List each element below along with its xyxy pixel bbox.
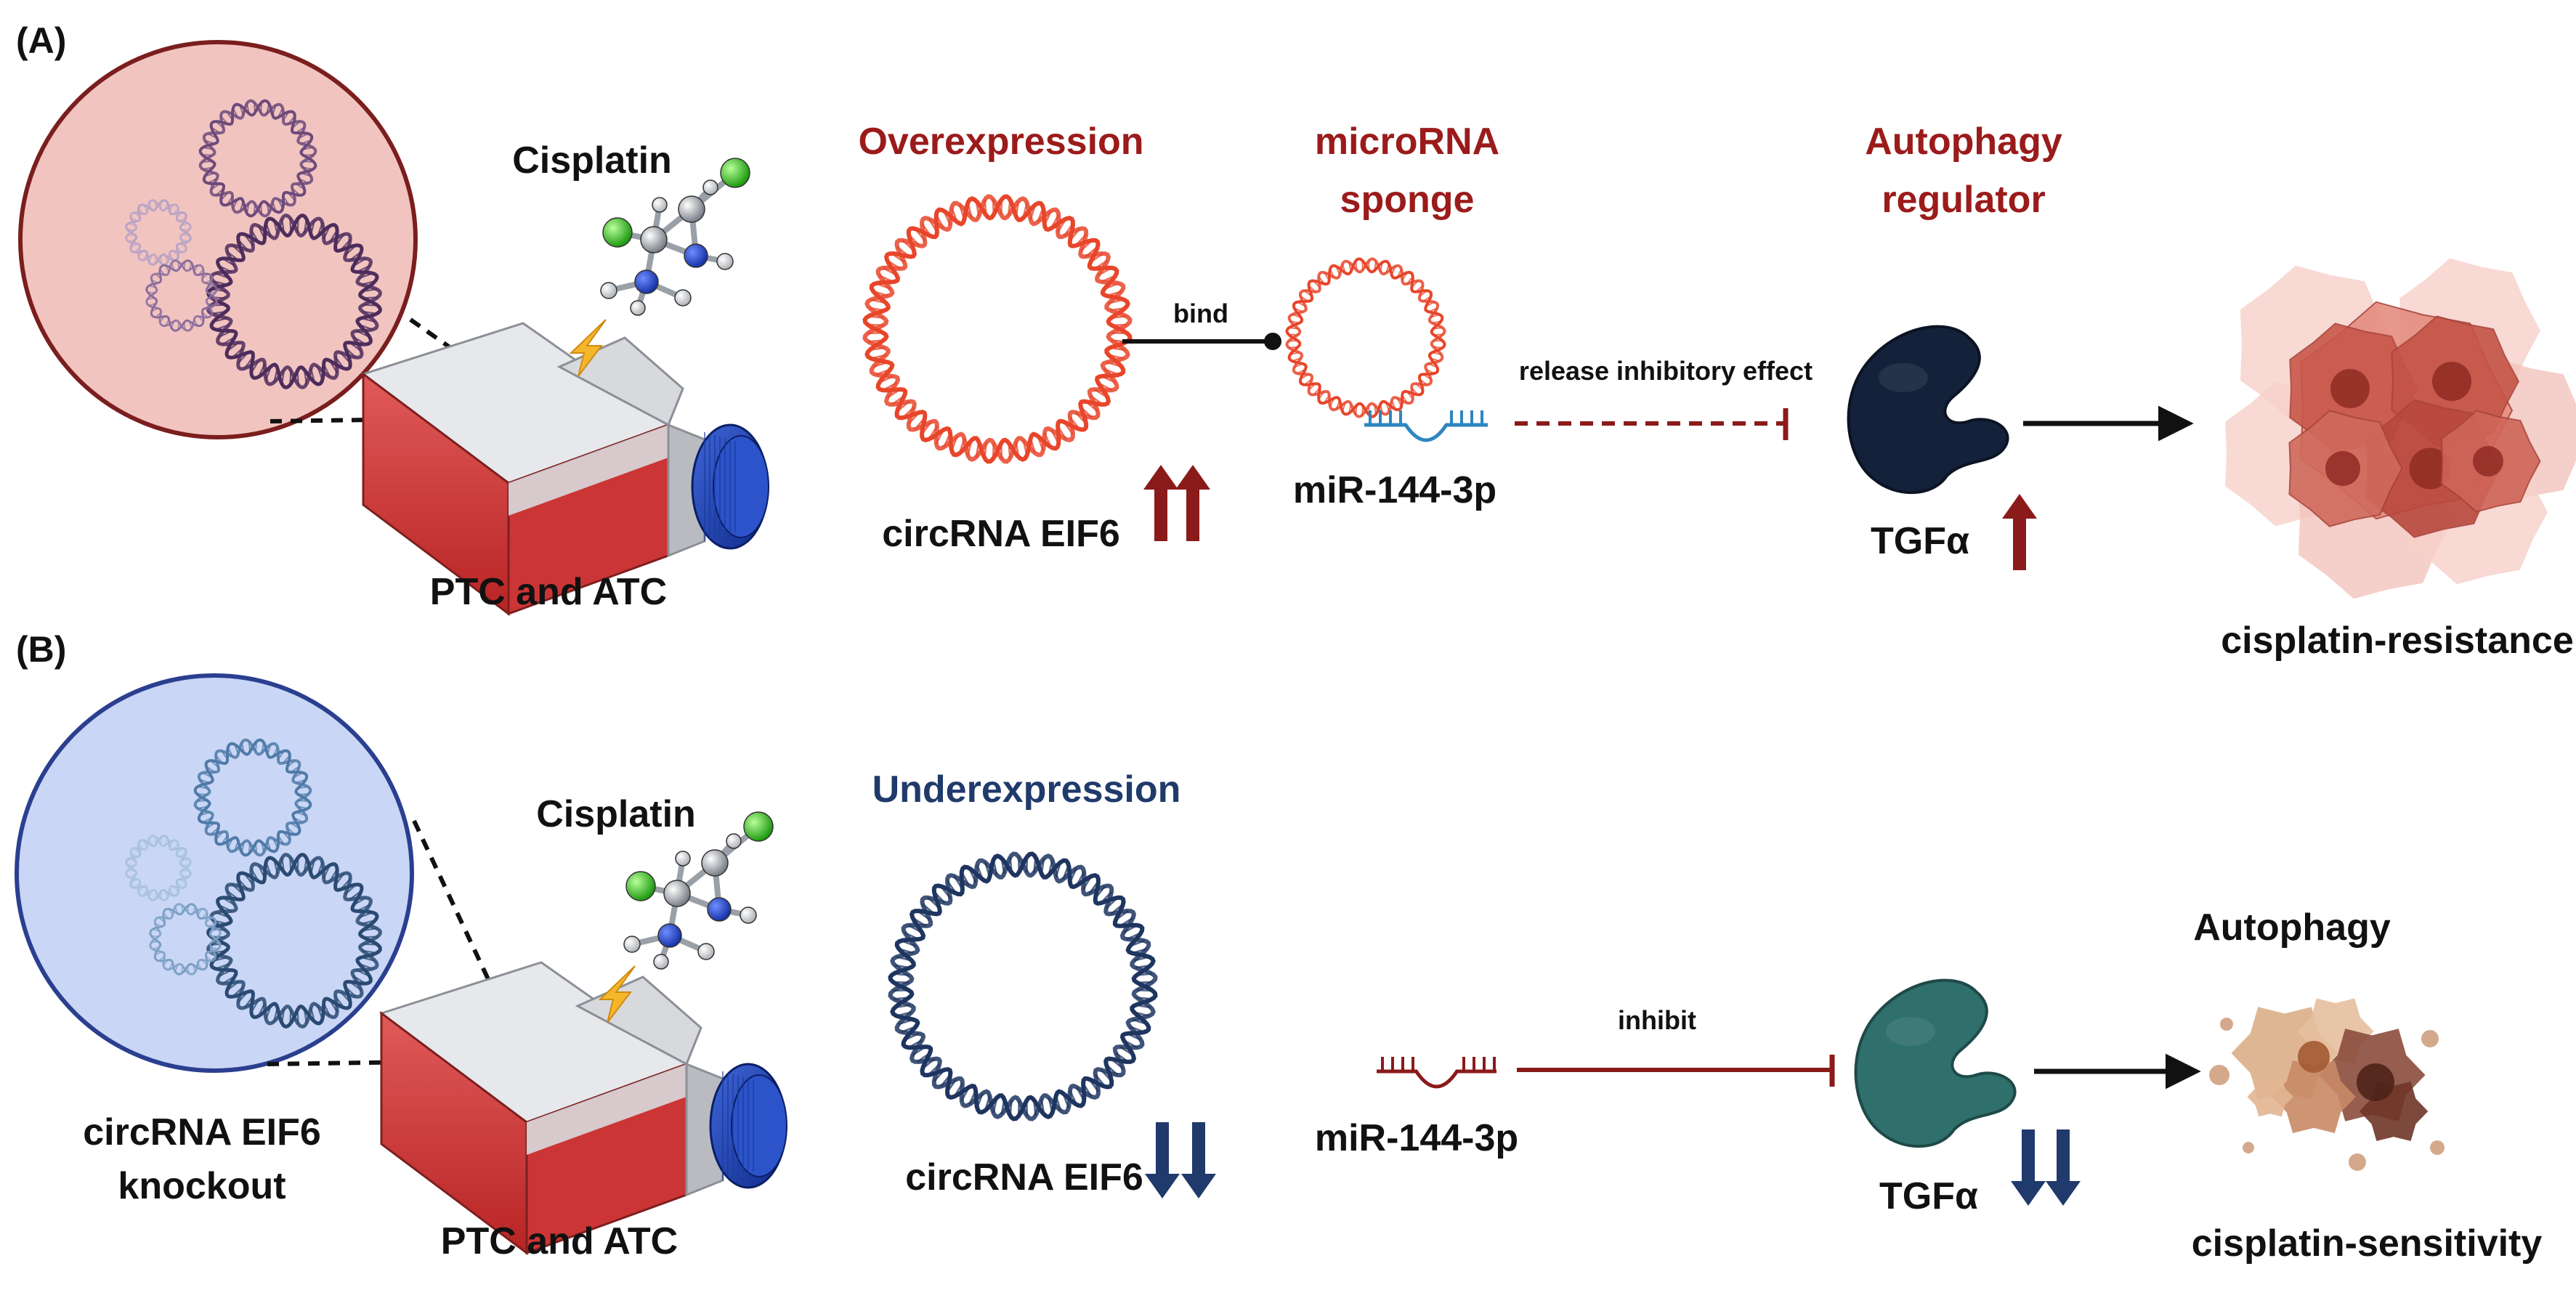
microrna-sponge-heading-line2: sponge: [1340, 179, 1475, 221]
tgf-label-a: TGFα: [1871, 520, 1969, 562]
cisplatin-sensitivity-label: cisplatin-sensitivity: [2191, 1222, 2543, 1265]
autophagy-cells-icon: [2209, 998, 2445, 1171]
arrow-up-icon: [1143, 465, 1178, 541]
underexpression-heading: Underexpression: [872, 768, 1181, 811]
autophagy-regulator-heading-line2: regulator: [1882, 179, 2046, 221]
tgf-label-b: TGFα: [1879, 1175, 1978, 1217]
dna-circle-icon: [145, 259, 218, 332]
cisplatin-label-b: Cisplatin: [536, 793, 696, 835]
dna-circle-icon: [198, 99, 317, 218]
cell-lines-label-a: PTC and ATC: [429, 571, 668, 613]
protein-icon: [1847, 325, 2009, 495]
zoom-circle-b: [15, 673, 414, 1073]
release-inhibitory-effect-label: release inhibitory effect: [1518, 356, 1813, 386]
knockout-label-line2: knockout: [118, 1165, 286, 1207]
circrna-label-b: circRNA EIF6: [905, 1156, 1143, 1198]
autophagy-label: Autophagy: [2193, 906, 2391, 949]
bind-label: bind: [1173, 299, 1228, 328]
mirna-label-a: miR-144-3p: [1292, 469, 1497, 511]
arrow-down-icon: [1145, 1122, 1180, 1198]
culture-flask-icon: [378, 961, 787, 1255]
cisplatin-molecule-icon: [623, 811, 774, 970]
dna-circle-icon: [1285, 257, 1446, 418]
zoom-circle-a: [18, 40, 418, 439]
panel-a-label: (A): [16, 20, 67, 61]
dna-circle-icon: [888, 851, 1158, 1121]
circrna-label-a: circRNA EIF6: [882, 513, 1120, 555]
protein-icon: [1854, 978, 2017, 1148]
lightning-icon: [598, 965, 636, 1023]
mirna-strand-icon: [1364, 410, 1488, 442]
arrow-down-icon: [1181, 1122, 1216, 1198]
knockout-label-line1: circRNA EIF6: [83, 1111, 321, 1153]
autophagy-regulator-heading-line1: Autophagy: [1865, 121, 2062, 163]
dna-circle-icon: [149, 903, 222, 975]
arrow-up-icon: [2002, 494, 2037, 570]
microrna-sponge-heading-line1: microRNA: [1314, 121, 1500, 163]
culture-flask-icon: [360, 322, 769, 616]
lightning-icon: [569, 319, 607, 377]
tumor-cell-cluster-icon: [2225, 258, 2576, 599]
bind-connector-dot: [1264, 333, 1281, 350]
arrow-down-icon: [2046, 1129, 2081, 1206]
arrow-up-icon: [1175, 465, 1210, 541]
dna-circle-icon: [125, 199, 192, 266]
dna-circle-icon: [206, 214, 382, 389]
mirna-label-b: miR-144-3p: [1314, 1117, 1519, 1159]
panel-a-graphics: [18, 40, 2576, 616]
dna-circle-icon: [125, 835, 192, 901]
cisplatin-resistance-label: cisplatin-resistance: [2221, 620, 2574, 662]
dna-circle-icon: [862, 194, 1133, 464]
overexpression-heading: Overexpression: [858, 121, 1144, 163]
arrow-down-icon: [2011, 1129, 2046, 1206]
cell-lines-label-b: PTC and ATC: [440, 1220, 679, 1262]
cisplatin-label-a: Cisplatin: [512, 139, 672, 182]
mirna-strand-icon: [1377, 1057, 1496, 1089]
panel-b-graphics: [15, 673, 2445, 1255]
panel-b-label: (B): [16, 629, 67, 670]
cisplatin-molecule-icon: [600, 158, 750, 316]
dna-circle-icon: [193, 738, 312, 857]
inhibit-label: inhibit: [1618, 1005, 1696, 1035]
